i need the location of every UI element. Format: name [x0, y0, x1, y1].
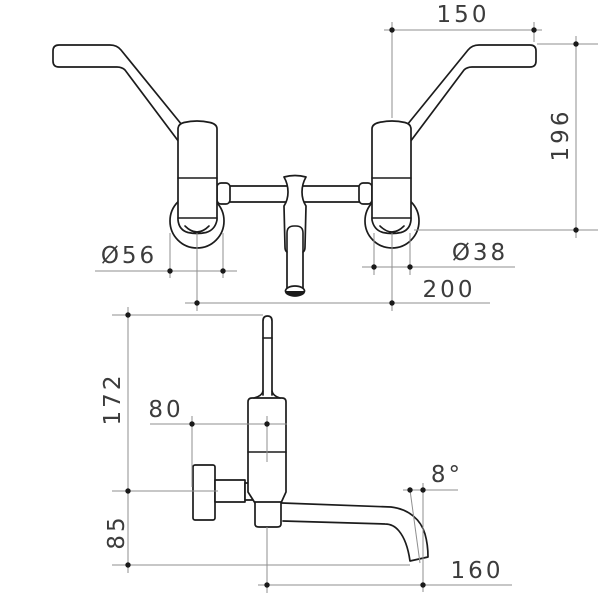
bar-collar	[216, 182, 231, 205]
dim-spout-angle: 8°	[403, 462, 463, 592]
inlet-connector	[214, 479, 246, 503]
handle-flare-right	[271, 390, 281, 399]
dim-dot	[264, 421, 270, 427]
dim-dot	[264, 582, 270, 588]
centre-spout-outline	[283, 174, 307, 292]
dim-spout-reach-label: 160	[451, 558, 504, 584]
dim-dot	[531, 27, 537, 33]
side-view-dimensions: 172 85 80 8° 160	[100, 307, 512, 593]
dim-dot	[573, 227, 579, 233]
dim-spout-angle-label: 8°	[431, 462, 463, 488]
dim-spout-drop-label: 85	[104, 514, 130, 549]
dim-body-diameter-label: Ø38	[452, 240, 508, 266]
dim-dot	[407, 264, 413, 270]
spout-block	[254, 501, 282, 528]
dim-tap-centres-label: 200	[423, 277, 476, 303]
right-valve-unit	[358, 44, 537, 249]
dim-flange-diameter-label: Ø56	[101, 243, 157, 269]
dim-wall-to-body-centre: 80	[148, 397, 287, 487]
dim-overall-height: 196	[414, 36, 598, 238]
spout-side	[281, 502, 429, 562]
dim-dot	[125, 488, 131, 494]
front-view-dimensions: 150 196 Ø56 Ø38	[95, 2, 598, 311]
dim-flange-diameter: Ø56	[95, 233, 237, 278]
dim-dot	[189, 421, 195, 427]
dim-dot	[371, 264, 377, 270]
lever-handle	[52, 44, 183, 143]
dim-dot	[420, 582, 426, 588]
left-valve-unit	[52, 44, 231, 249]
dim-overall-height-label: 196	[548, 109, 574, 162]
dim-dot	[407, 487, 413, 493]
spout-inner-dome	[286, 225, 304, 253]
dim-height-and-drop: 172 85	[100, 307, 410, 573]
side-view	[192, 315, 429, 562]
dim-wall-offset-label: 80	[148, 397, 183, 423]
handle-rod-side	[262, 315, 273, 396]
dim-tap-centres: 200	[185, 233, 490, 311]
dim-dot	[220, 268, 226, 274]
spout-outlet-opening	[285, 291, 305, 296]
dim-dot	[420, 487, 426, 493]
dim-angle-slant	[409, 489, 421, 564]
front-view	[52, 44, 537, 297]
dim-handle-span: 150	[384, 2, 542, 118]
dim-dot	[167, 268, 173, 274]
dim-dot	[573, 41, 579, 47]
dim-dot	[194, 300, 200, 306]
dim-dot	[125, 312, 131, 318]
dim-spout-reach: 160	[258, 527, 512, 593]
dim-dot	[389, 27, 395, 33]
dim-dot	[125, 562, 131, 568]
wall-flange-side	[192, 464, 216, 521]
dim-dot	[389, 300, 395, 306]
dim-height-overall-label: 172	[100, 373, 126, 426]
dim-body-diameter: Ø38	[362, 233, 515, 275]
handle-flare-left	[253, 390, 264, 399]
dim-handle-span-label: 150	[437, 2, 490, 28]
nut-bevel-arc	[184, 225, 210, 233]
